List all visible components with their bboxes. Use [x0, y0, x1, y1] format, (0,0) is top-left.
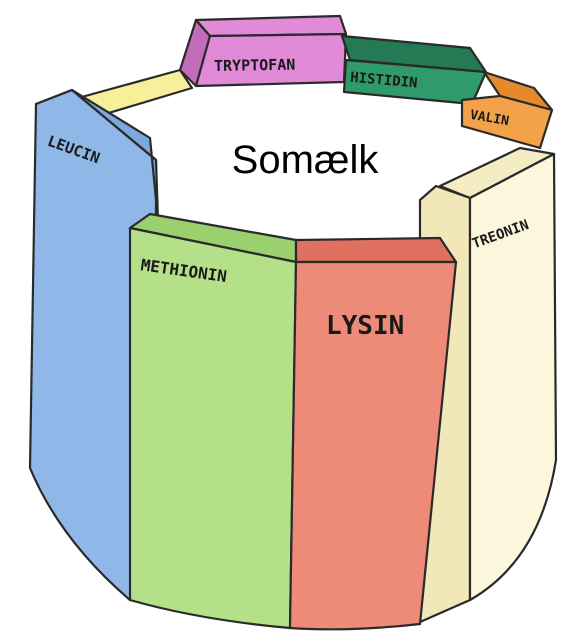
stave-histidin: HISTIDIN	[342, 36, 486, 104]
stave-label-tryptofan: TRYPTOFAN	[214, 56, 296, 75]
stave-tryptofan: TRYPTOFAN	[180, 16, 346, 86]
stave-label-lysin: LYSIN	[326, 311, 404, 341]
diagram-title: Somælk	[190, 138, 420, 183]
stave-methionin: METHIONIN	[130, 214, 296, 628]
